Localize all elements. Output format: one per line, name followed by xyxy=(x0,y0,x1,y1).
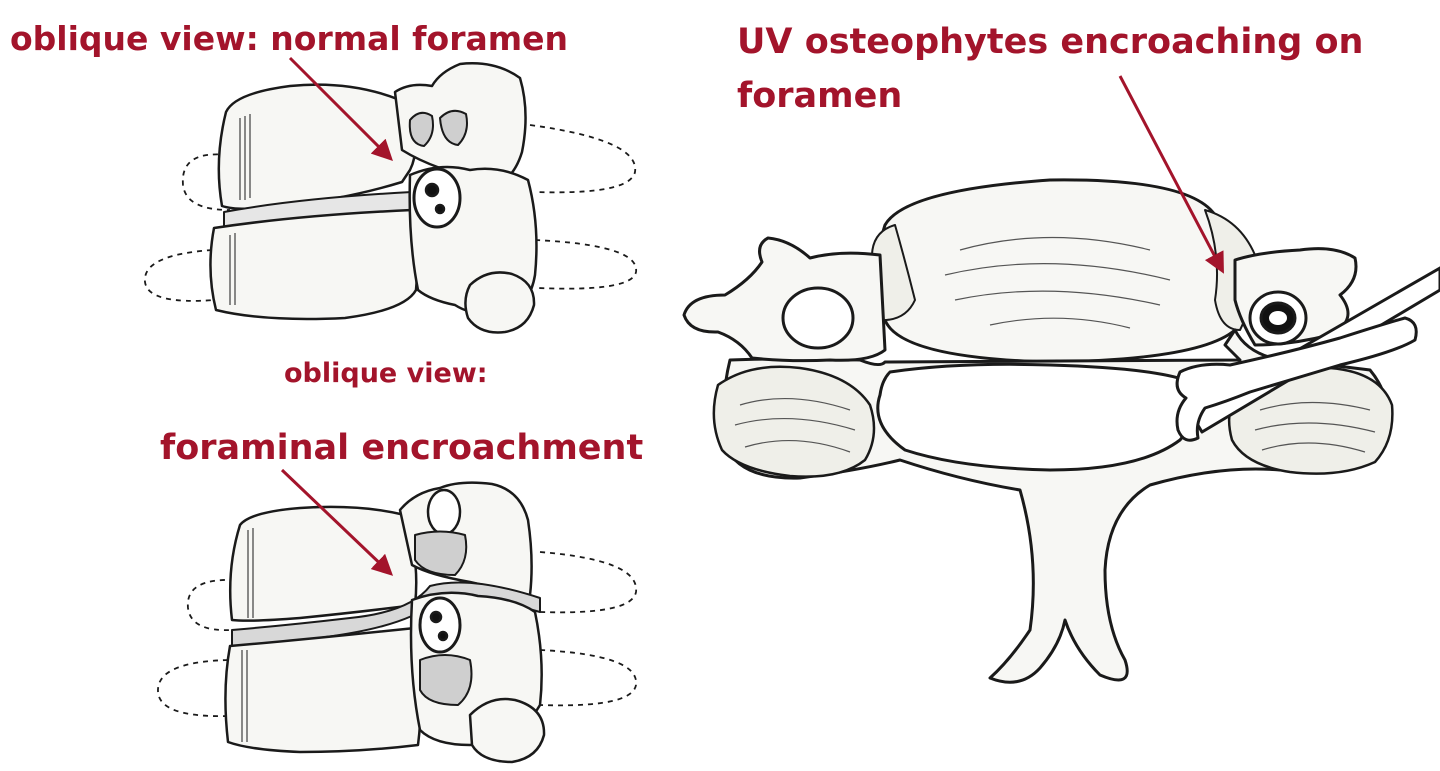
normal-foramen-label: oblique view: normal foramen xyxy=(10,19,569,58)
nerve-root-drawing xyxy=(1175,266,1440,442)
normal-foramen-vertebrae-drawing xyxy=(144,62,637,334)
normal-foramen-arrow xyxy=(288,56,393,161)
uv-osteophytes-label-line1: UV osteophytes encroaching on xyxy=(737,22,1364,62)
uv-osteophytes-arrow xyxy=(1118,75,1224,274)
foraminal-encroachment-vertebrae-drawing xyxy=(157,481,637,764)
uv-osteophytes-label-line2: foramen xyxy=(737,76,903,116)
foraminal-encroachment-label: foraminal encroachment xyxy=(160,428,644,468)
foraminal-encroachment-arrow xyxy=(280,468,394,576)
oblique-view-label: oblique view: xyxy=(284,358,488,389)
axial-vertebra-drawing xyxy=(682,178,1394,684)
